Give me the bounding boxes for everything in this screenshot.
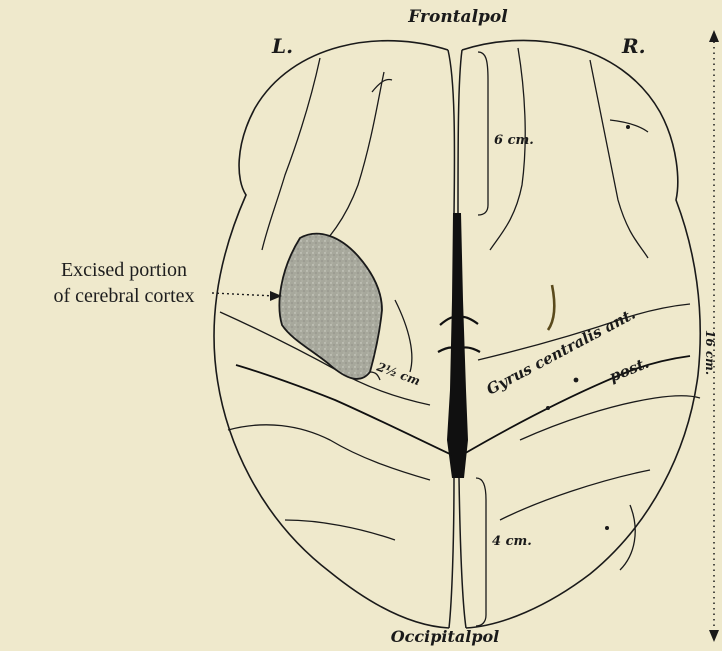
left-fissure-lower-edge: [449, 478, 454, 628]
length-arrow-top: [709, 30, 719, 42]
frontal-pole-label: Frontalpol: [407, 7, 508, 27]
right-dot-4: [626, 125, 630, 129]
central-fissure: [447, 213, 468, 478]
occipital-dim-label: 4 cm.: [492, 534, 532, 549]
frontal-dim-label: 6 cm.: [494, 133, 534, 148]
left-sulcus-4: [228, 425, 430, 480]
frontal-dim-bracket: [478, 52, 488, 215]
right-sulcus-2: [590, 60, 648, 258]
right-dot-3: [605, 526, 609, 530]
right-sulcus-6: [520, 396, 700, 440]
excised-cortex-region: [279, 234, 382, 379]
right-sulcus-4: [548, 285, 554, 330]
left-fissure-edge: [448, 50, 454, 215]
caption-line-1: Excised portion: [24, 257, 224, 283]
caption-line-2: of cerebral cortex: [24, 283, 224, 309]
right-sulcus-1: [490, 48, 525, 250]
left-sulcus-1: [312, 72, 384, 255]
right-fissure-edge: [458, 50, 462, 215]
left-sulcus-7: [395, 300, 412, 372]
gyrus-posterior-label: post.: [607, 354, 652, 386]
excised-cortex-caption: Excised portion of cerebral cortex: [24, 257, 224, 309]
right-sulcus-7: [500, 470, 650, 520]
occipital-dim-bracket: [476, 478, 486, 626]
fissure-fork-right: [462, 356, 690, 455]
right-fissure-lower-edge: [459, 478, 466, 628]
left-label: L.: [271, 34, 293, 58]
right-dot-1: [546, 406, 550, 410]
right-label: R.: [621, 34, 646, 58]
occipital-pole-label: Occipitalpol: [391, 627, 500, 646]
left-sulcus-5: [285, 520, 395, 540]
right-dot-2: [574, 378, 579, 383]
length-arrow-bottom: [709, 630, 719, 642]
total-length-label: 16 cm.: [703, 330, 717, 375]
lesion-dim-label: 2½ cm: [374, 359, 422, 388]
